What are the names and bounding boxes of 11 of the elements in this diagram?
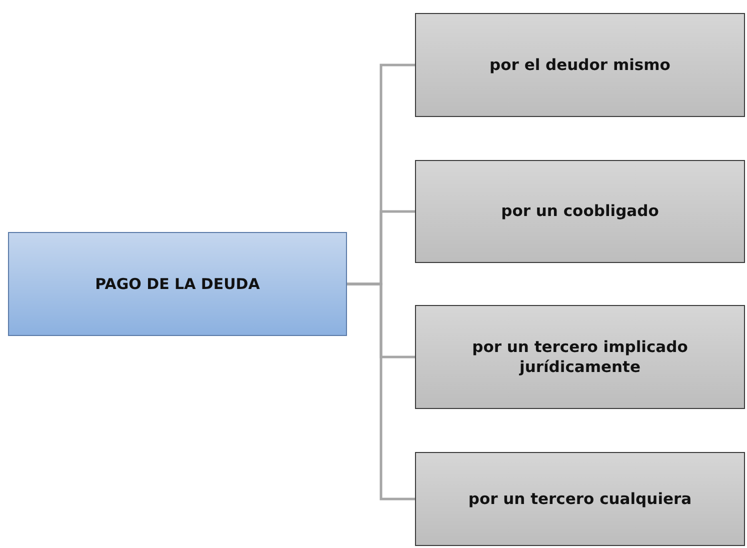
connector-line (347, 282, 415, 500)
category-box (415, 160, 745, 263)
category-box (415, 452, 745, 546)
box-label: por un tercero implicado jurídicamente (471, 336, 689, 378)
root-box (8, 232, 347, 336)
box-label: por un coobligado (501, 201, 659, 222)
box-label: por un tercero cualquiera (468, 488, 692, 510)
box-label: PAGO DE LA DEUDA (95, 275, 260, 293)
box-label: por el deudor mismo (490, 54, 670, 76)
category-box (415, 305, 745, 409)
category-box (415, 13, 745, 117)
